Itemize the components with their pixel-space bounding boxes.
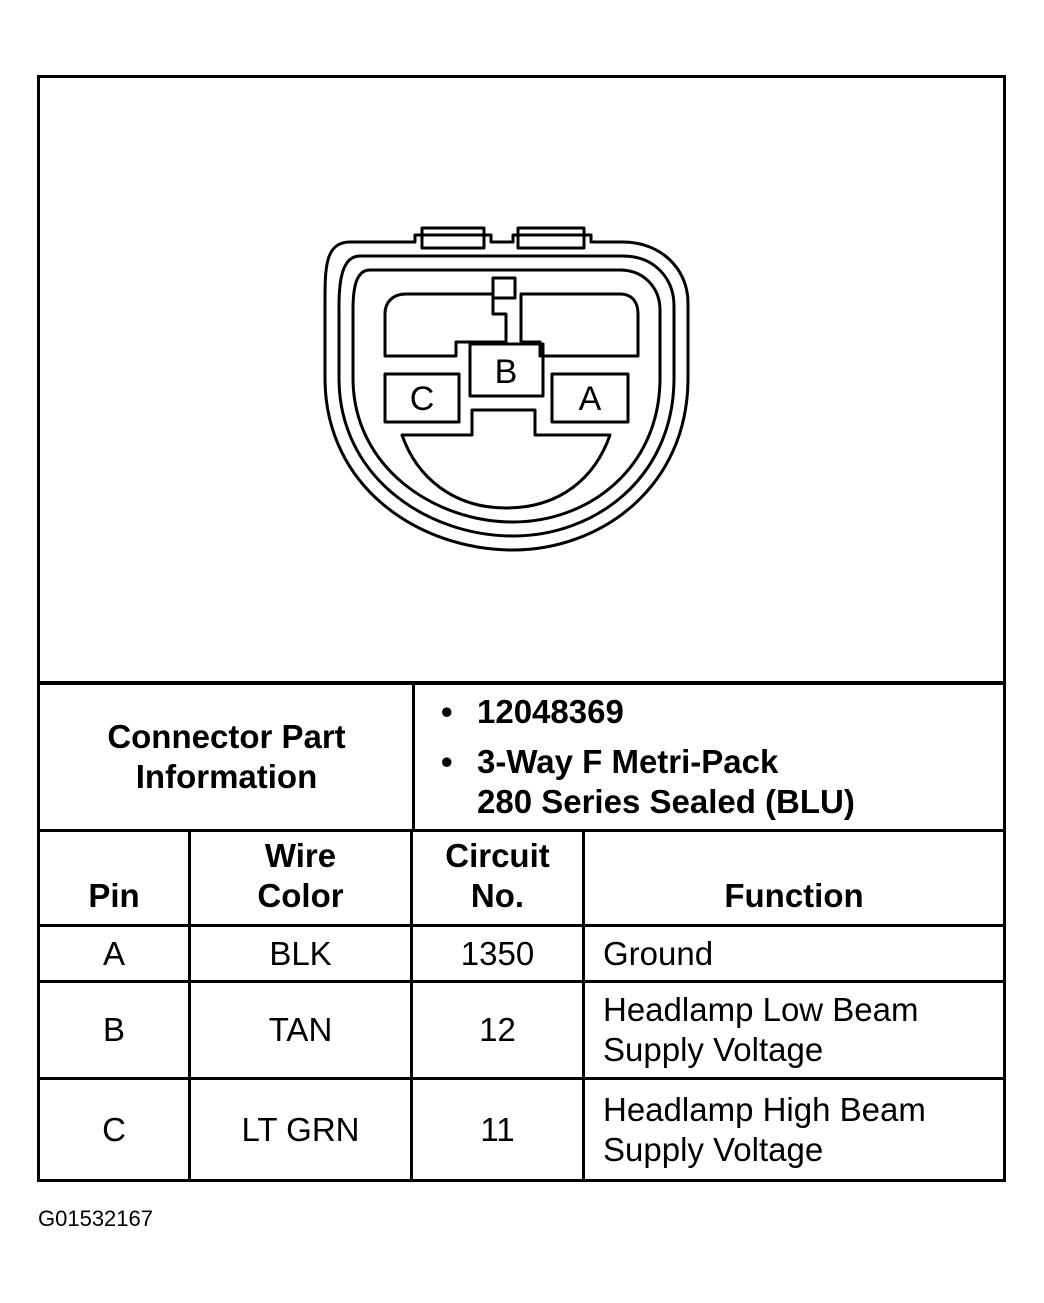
pin-c-box: [383, 372, 461, 424]
divider-col-wire: [410, 832, 413, 1179]
connector-face-drawing: C B A: [323, 226, 690, 552]
divider-header: [40, 924, 1003, 927]
pin-b-box: [468, 342, 545, 398]
lower-cavity: [400, 408, 612, 510]
housing-ring-2: [337, 254, 676, 538]
connector-part-info-values: • 12048369 • 3-Way F Metri-Pack 280 Seri…: [417, 685, 1003, 829]
header-pin-text: Pin: [88, 877, 140, 914]
divider-row-a: [40, 980, 1003, 983]
divider-col-pin: [188, 832, 191, 1179]
table-row-a-wire: BLK: [269, 934, 332, 972]
part-label-line2: Information: [135, 758, 318, 795]
divider-diagram: [40, 681, 1003, 685]
latch-tab-right: [516, 226, 586, 250]
header-function: Function: [585, 832, 1003, 924]
table-row-c-circuit: 11: [480, 1110, 515, 1148]
table-row-a-function: Ground: [585, 927, 1003, 980]
header-function-text: Function: [724, 877, 864, 914]
table-row-b-circuit: 12: [479, 1011, 516, 1048]
part-label-line1: Connector Part: [107, 718, 346, 755]
part-description-item: • 3-Way F Metri-Pack 280 Series Sealed (…: [441, 742, 1003, 822]
pin-c-label: C: [410, 380, 435, 418]
pin-a-box: [550, 372, 630, 424]
table-row-c-wire: LT GRN: [241, 1110, 360, 1148]
table-row-b-wire: TAN: [268, 1011, 333, 1048]
pin-b-label: B: [495, 353, 518, 391]
header-circuit-line2: No.: [470, 877, 525, 914]
pin-a-label: A: [579, 380, 602, 418]
connector-frame: C B A Connector Part Information • 12048…: [37, 75, 1006, 1182]
latch-tab-left: [420, 226, 486, 250]
housing-outer: [323, 233, 690, 552]
part-description-line2: 280 Series Sealed (BLU): [477, 783, 855, 820]
part-description-line1: 3-Way F Metri-Pack: [477, 743, 779, 780]
row-c-function-line2: Supply Voltage: [603, 1130, 824, 1168]
divider-col-circuit: [582, 832, 585, 1179]
header-pin: Pin: [40, 832, 188, 924]
table-row-c-pin: C: [102, 1110, 126, 1148]
divider-part-info: [40, 829, 1003, 832]
row-b-function-line2: Supply Voltage: [603, 1031, 824, 1068]
table-row-b-pin: B: [102, 1011, 125, 1048]
header-wire-line1: Wire: [264, 837, 337, 874]
header-circuit: Circuit No.: [413, 832, 582, 924]
upper-cavity-right: [519, 292, 640, 358]
divider-part-info-vertical: [412, 685, 415, 829]
part-number: 12048369: [477, 693, 624, 730]
connector-part-info-label: Connector Part Information: [40, 685, 413, 829]
header-wire-line2: Color: [257, 877, 344, 914]
table-row-b-function: Headlamp Low Beam Supply Voltage: [585, 983, 1003, 1077]
table-row-c-function: Headlamp High Beam Supply Voltage: [585, 1080, 1003, 1179]
divider-row-b: [40, 1077, 1003, 1080]
header-circuit-line1: Circuit: [445, 837, 550, 874]
table-row-a-pin: A: [102, 934, 125, 972]
upper-cavity: [383, 292, 508, 358]
bullet-icon: •: [441, 743, 453, 780]
header-wire-color: Wire Color: [191, 832, 410, 924]
row-c-function-line1: Headlamp High Beam: [603, 1090, 926, 1128]
bullet-icon: •: [441, 693, 453, 730]
part-number-item: • 12048369: [441, 692, 1003, 732]
figure-id: G01532167: [38, 1206, 153, 1231]
row-b-function-line1: Headlamp Low Beam: [603, 991, 919, 1028]
row-a-function-line1: Ground: [603, 934, 714, 972]
table-row-a-circuit: 1350: [460, 934, 535, 972]
housing-ring-3: [351, 268, 662, 524]
connector-diagram: C B A: [40, 78, 1003, 681]
polarizing-key: [491, 276, 517, 300]
